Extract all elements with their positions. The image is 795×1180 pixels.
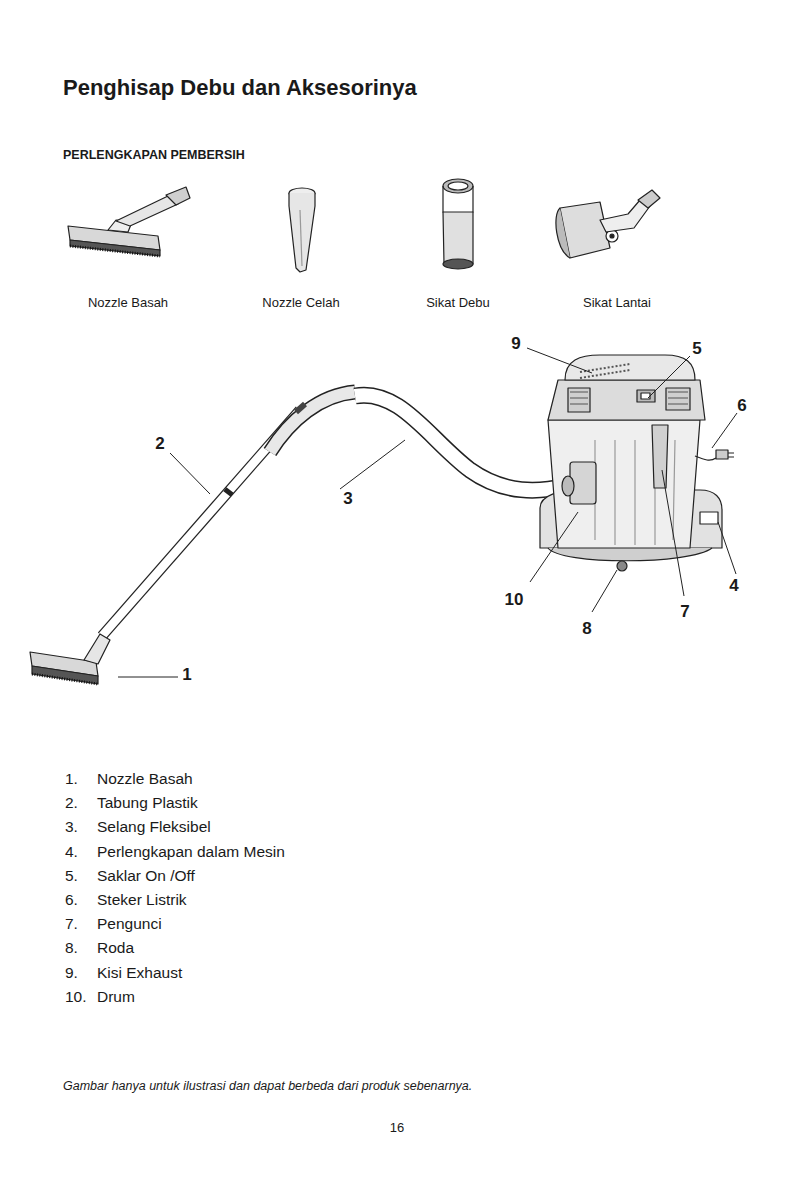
dust-brush-icon bbox=[443, 179, 473, 269]
list-text: Roda bbox=[97, 940, 134, 956]
accessory-label: Nozzle Celah bbox=[262, 296, 339, 309]
page-title: Penghisap Debu dan Aksesorinya bbox=[63, 77, 417, 99]
list-text: Pengunci bbox=[97, 916, 162, 932]
floor-brush-icon bbox=[556, 190, 660, 258]
list-text: Nozzle Basah bbox=[97, 771, 193, 787]
callout-number: 7 bbox=[680, 603, 689, 620]
callout-number: 1 bbox=[182, 666, 191, 683]
list-text: Steker Listrik bbox=[97, 892, 187, 908]
list-text: Kisi Exhaust bbox=[97, 965, 182, 981]
accessory-label: Sikat Lantai bbox=[583, 296, 651, 309]
list-number: 6. bbox=[65, 892, 78, 908]
list-number: 5. bbox=[65, 868, 78, 884]
list-number: 7. bbox=[65, 916, 78, 932]
list-text: Selang Fleksibel bbox=[97, 819, 211, 835]
list-number: 1. bbox=[65, 771, 78, 787]
list-text: Tabung Plastik bbox=[97, 795, 198, 811]
callout-number: 2 bbox=[155, 435, 164, 452]
callout-number: 9 bbox=[511, 335, 520, 352]
callout-number: 6 bbox=[737, 397, 746, 414]
accessory-label: Sikat Debu bbox=[426, 296, 490, 309]
section-heading: PERLENGKAPAN PEMBERSIH bbox=[63, 149, 245, 162]
list-text: Perlengkapan dalam Mesin bbox=[97, 844, 285, 860]
list-number: 4. bbox=[65, 844, 78, 860]
wet-nozzle-icon bbox=[68, 187, 190, 256]
flexible-hose bbox=[355, 395, 566, 490]
page-number: 16 bbox=[390, 1121, 404, 1134]
list-number: 3. bbox=[65, 819, 78, 835]
callout-number: 4 bbox=[729, 577, 738, 594]
callout-number: 10 bbox=[505, 591, 524, 608]
leader-lines bbox=[118, 348, 737, 677]
image-caption: Gambar hanya untuk ilustrasi dan dapat b… bbox=[63, 1080, 472, 1093]
accessory-label: Nozzle Basah bbox=[88, 296, 168, 309]
callout-number: 3 bbox=[343, 490, 352, 507]
callout-number: 8 bbox=[582, 620, 591, 637]
vacuum-body bbox=[540, 355, 734, 571]
callout-number: 5 bbox=[692, 340, 701, 357]
wet-nozzle-on-wand bbox=[30, 634, 110, 684]
list-text: Drum bbox=[97, 989, 135, 1005]
crevice-nozzle-icon bbox=[289, 188, 315, 272]
list-number: 9. bbox=[65, 965, 78, 981]
hose-handle bbox=[270, 392, 355, 452]
list-text: Saklar On /Off bbox=[97, 868, 195, 884]
list-number: 2. bbox=[65, 795, 78, 811]
list-number: 8. bbox=[65, 940, 78, 956]
list-number: 10. bbox=[65, 989, 87, 1005]
